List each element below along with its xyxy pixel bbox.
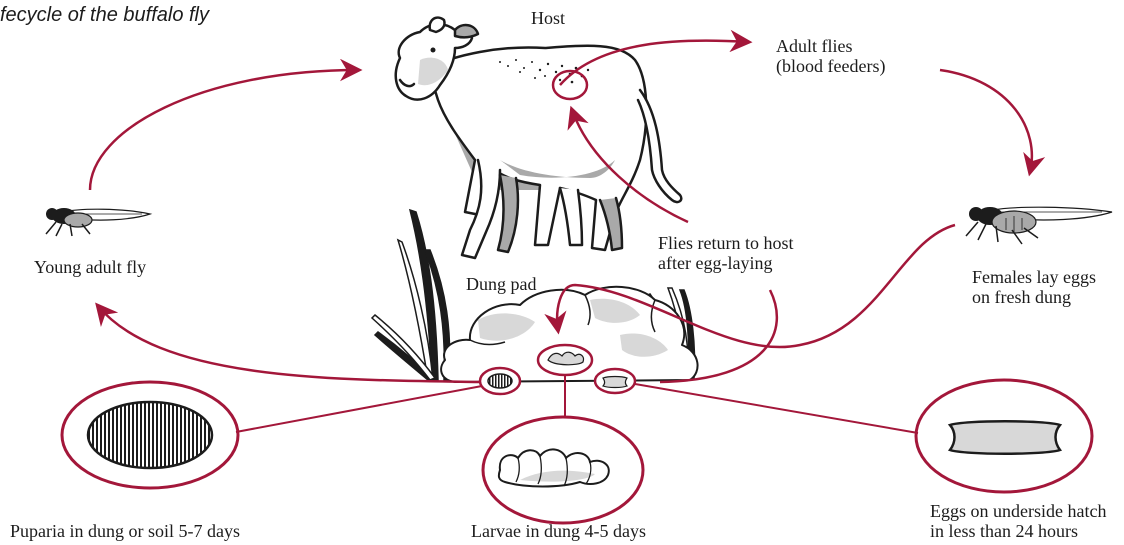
dung-pad-label: Dung pad xyxy=(466,274,537,294)
eggs-label-line2: in less than 24 hours xyxy=(930,521,1078,541)
larva-icon xyxy=(483,417,643,523)
host-label: Host xyxy=(531,8,565,28)
adult-flies-label-line1: Adult flies xyxy=(776,36,853,56)
cow-icon xyxy=(396,18,682,258)
fly-icon xyxy=(966,207,1112,244)
young-adult-fly-label: Young adult fly xyxy=(34,257,146,277)
diagram-title: fecycle of the buffalo fly xyxy=(0,4,209,27)
fly-icon xyxy=(46,208,150,236)
flies-return-label-line1: Flies return to host xyxy=(658,233,794,253)
females-lay-label-line1: Females lay eggs xyxy=(972,267,1096,287)
egg-icon xyxy=(916,380,1092,492)
females-lay-label-line2: on fresh dung xyxy=(972,287,1071,307)
adult-flies-label-line2: (blood feeders) xyxy=(776,56,885,76)
eggs-label-line1: Eggs on underside hatch xyxy=(930,501,1106,521)
puparia-label: Puparia in dung or soil 5-7 days xyxy=(10,521,240,541)
flies-return-label-line2: after egg-laying xyxy=(658,253,772,273)
puparium-icon xyxy=(62,382,238,488)
larvae-label: Larvae in dung 4-5 days xyxy=(471,521,646,541)
